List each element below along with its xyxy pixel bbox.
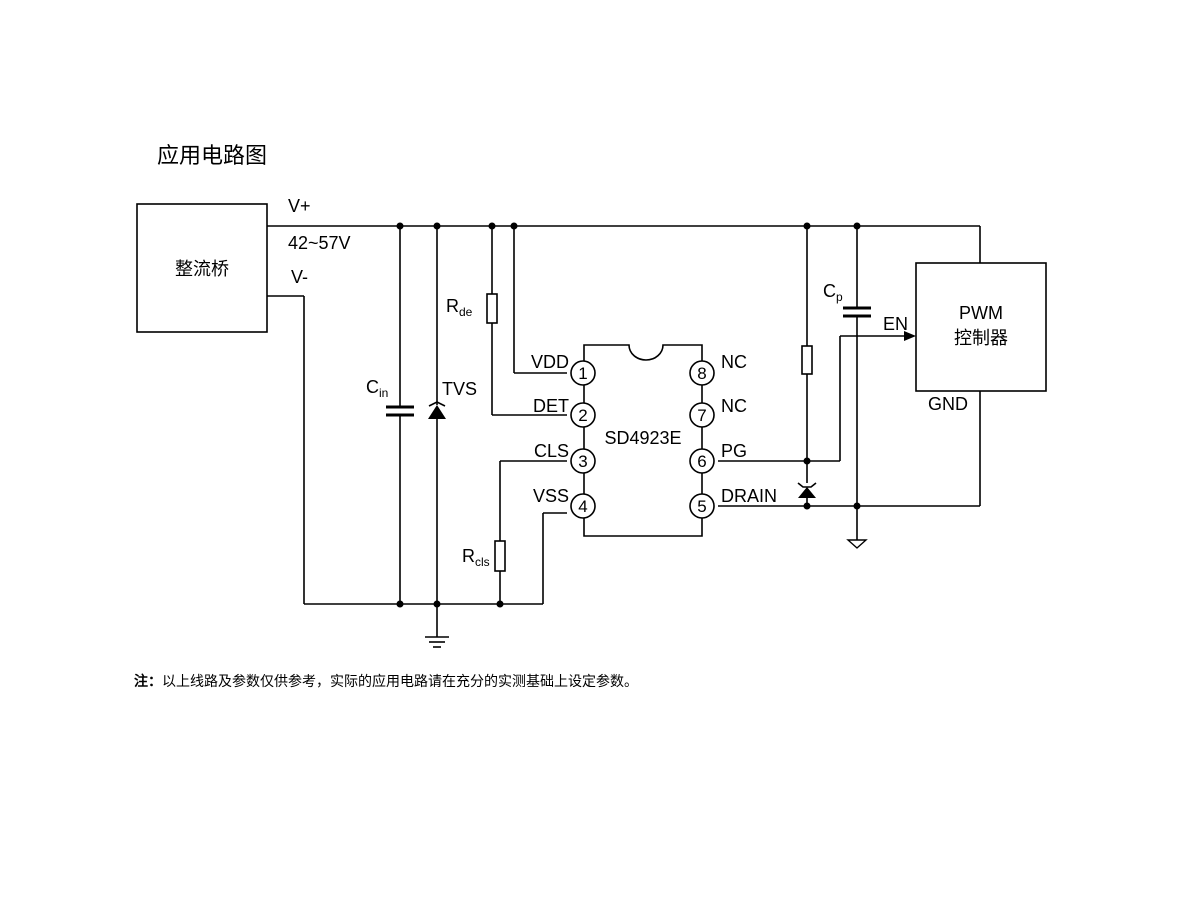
pin-label: VDD [531,352,569,372]
junction-dot [803,222,811,230]
pin-number: 4 [578,497,587,516]
junction-dot [853,502,861,510]
pin-number: 6 [697,452,706,471]
pin-number: 5 [697,497,706,516]
junction-dot [853,222,861,230]
vminus-label: V- [291,267,308,287]
junction-dot [510,222,518,230]
junction-dot [433,600,441,608]
voltage-label: 42~57V [288,233,351,253]
pin-label: DRAIN [721,486,777,506]
tvs-diode [428,405,446,419]
pin-label: CLS [534,441,569,461]
cp-label: Cp [823,281,843,304]
page-title: 应用电路图 [157,144,268,169]
pin-label: VSS [533,486,569,506]
pwm-controller-box [915,262,1047,392]
pin-3-circle [570,448,596,474]
junction-dot [433,222,441,230]
pin-number: 7 [697,406,706,425]
junction-dot [396,222,404,230]
pwm-controller-label: 控制器 [954,328,1008,349]
rcls-label: Rcls [462,546,490,569]
pin-6-circle [689,448,715,474]
bridge-label: 整流桥 [175,259,229,280]
vplus-label: V+ [288,196,311,216]
junction-dot [488,222,496,230]
pin-number: 3 [578,452,587,471]
rcls-resistor [494,540,506,572]
pin-number: 2 [578,406,587,425]
pwm-label: PWM [959,303,1003,323]
en-arrow-icon [904,331,916,341]
pin-4-circle [570,493,596,519]
pin-number: 8 [697,364,706,383]
rde-label: Rde [446,296,473,319]
junction-dot [396,600,404,608]
gnd-label: GND [928,394,968,414]
pin-number: 1 [578,364,587,383]
cin-label: Cin [366,377,388,400]
junction-dot [496,600,504,608]
tvs-label: TVS [442,379,477,399]
pg-pullup-resistor [801,345,813,375]
rectifier-bridge-box [136,203,268,333]
ground-icon [846,539,868,549]
chip-name: SD4923E [604,428,681,448]
pin-7-circle [689,402,715,428]
footnote-text: 以上线路及参数仅供参考，实际的应用电路请在充分的实测基础上设定参数。 [162,674,638,690]
pin-label: NC [721,352,747,372]
pin-2-circle [570,402,596,428]
junction-dot [803,457,811,465]
pin-8-circle [689,360,715,386]
footnote: 注：以上线路及参数仅供参考，实际的应用电路请在充分的实测基础上设定参数。 [134,673,638,691]
footnote-prefix: 注： [134,674,162,690]
ic-body [583,344,703,537]
en-label: EN [883,314,908,334]
pin-5-circle [689,493,715,519]
pin-label: NC [721,396,747,416]
zener-diode [798,487,816,498]
pin-1-circle [570,360,596,386]
pin-label: PG [721,441,747,461]
pin-label: DET [533,396,569,416]
junction-dot [803,502,811,510]
rde-resistor [486,293,498,324]
